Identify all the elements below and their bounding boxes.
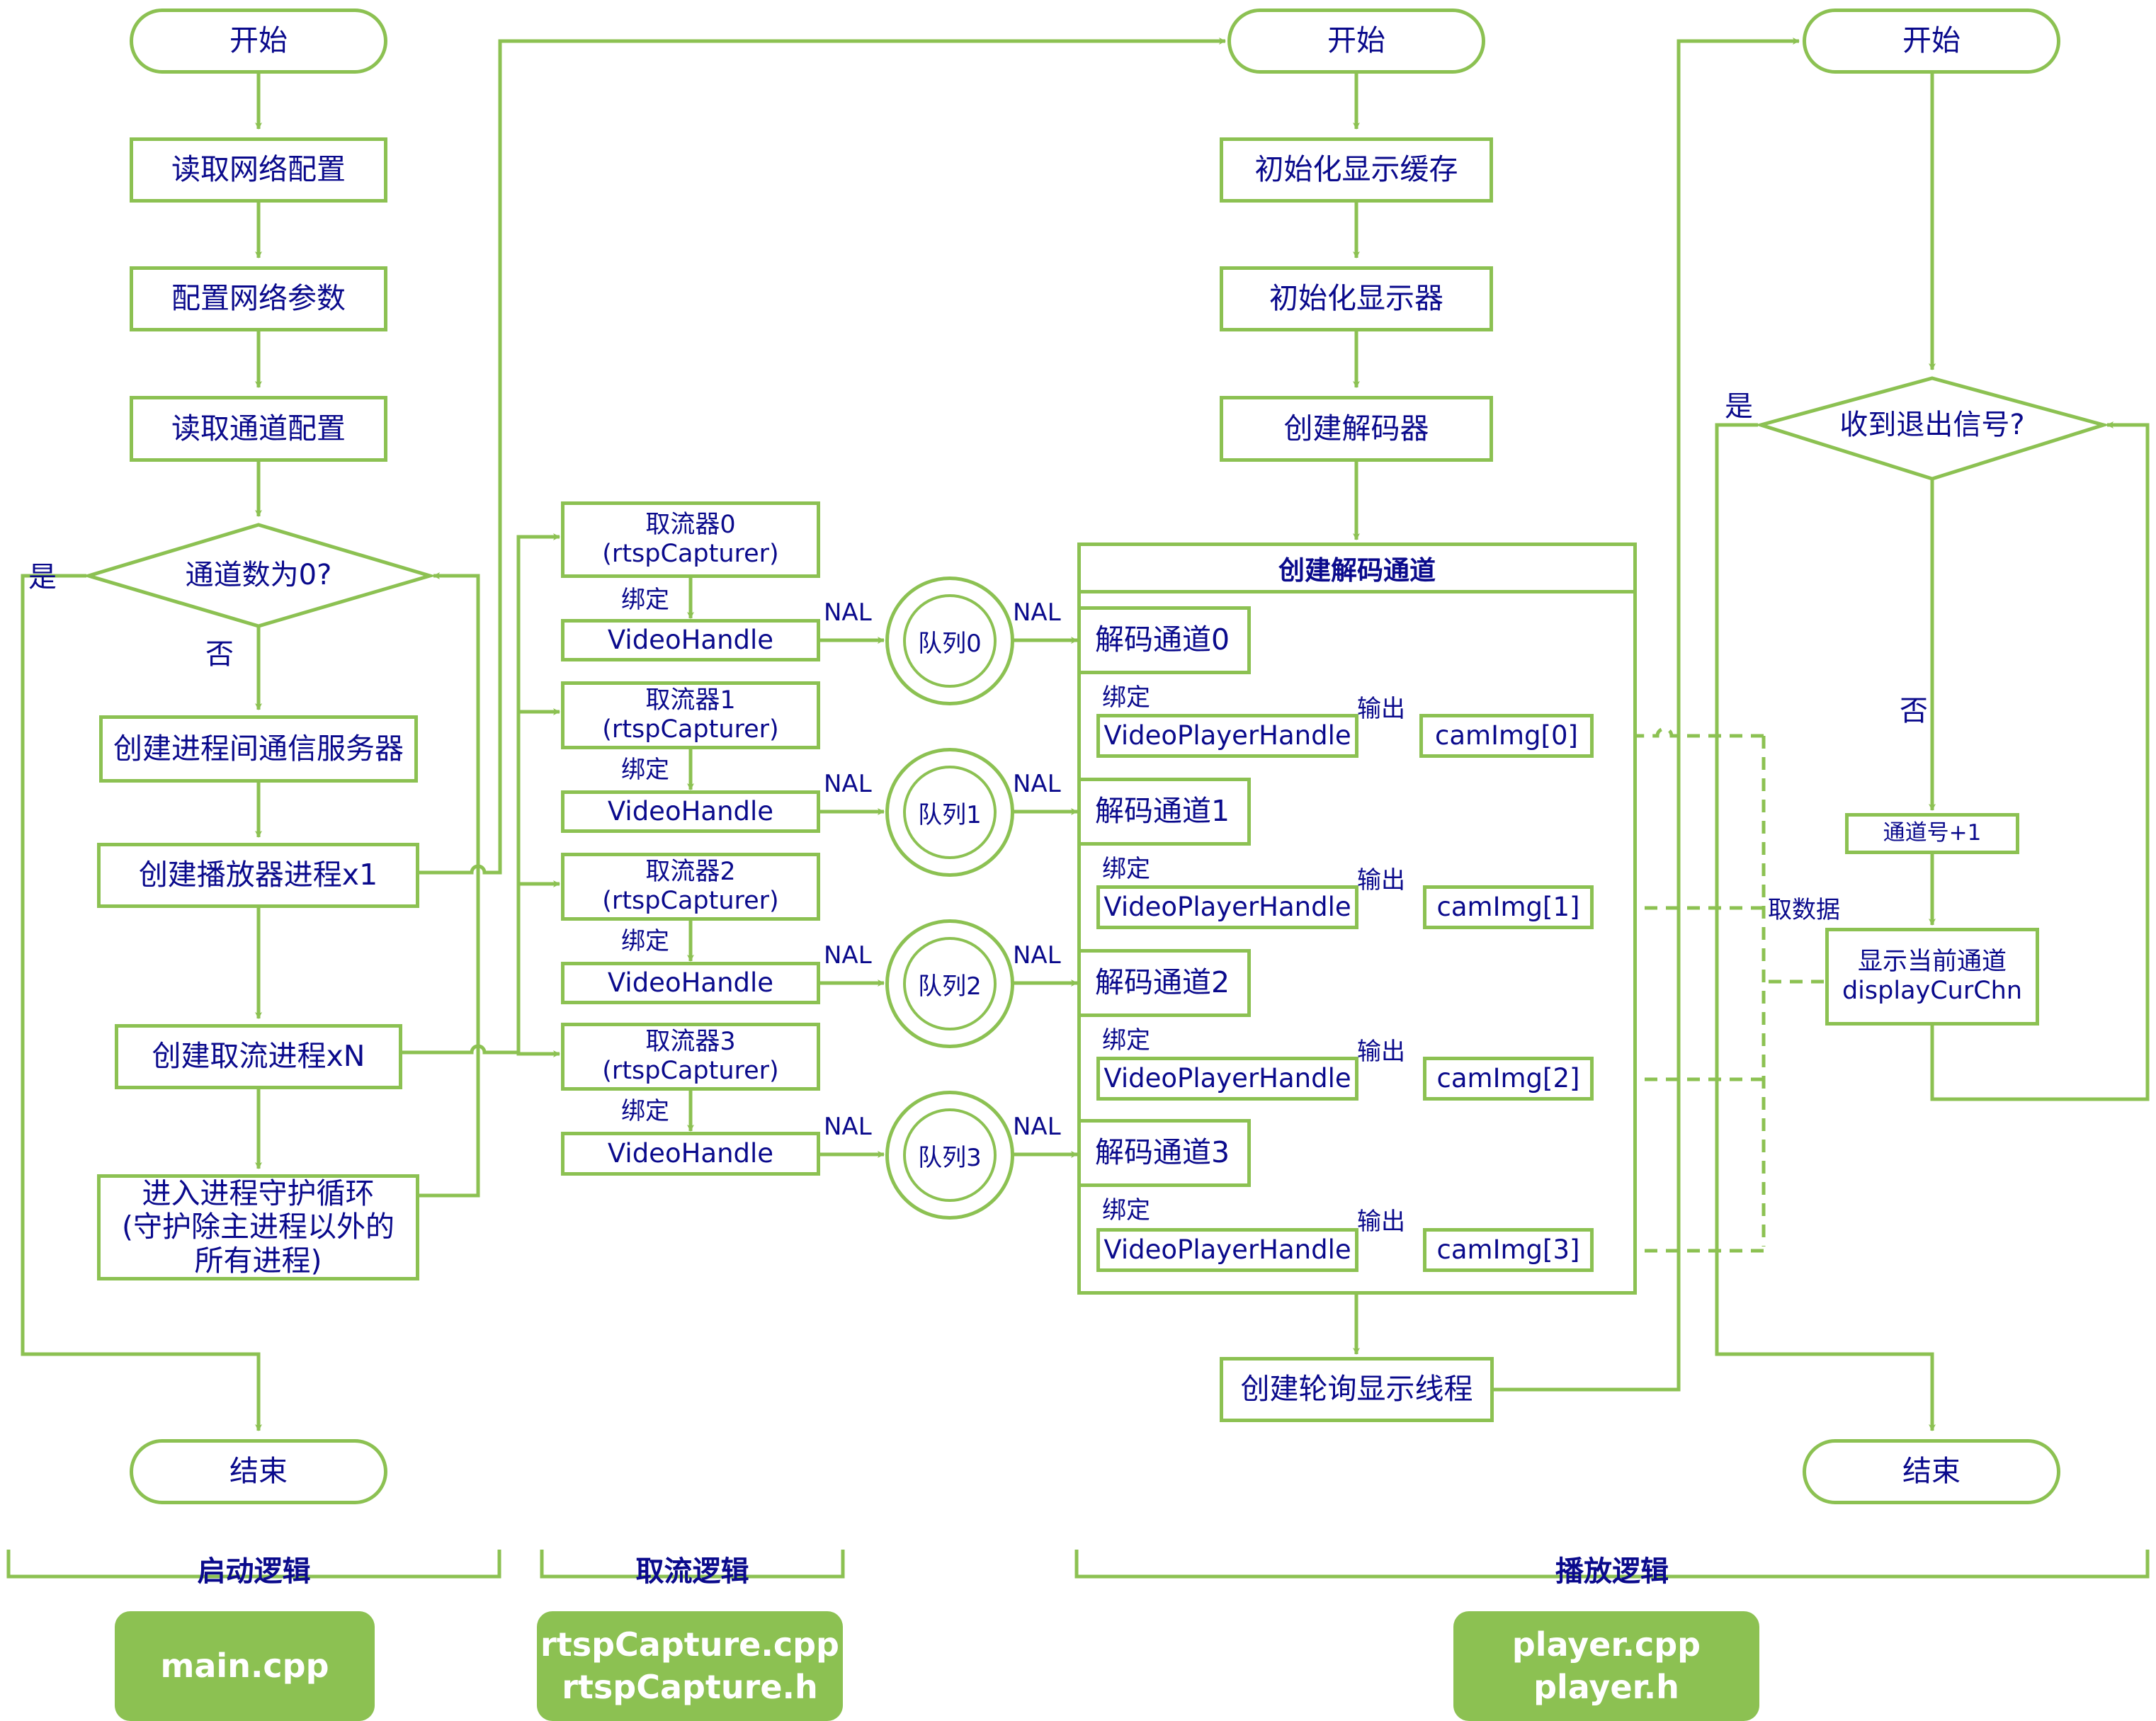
video-handle-1-box: VideoHandle (561, 790, 820, 833)
player-handle-1-box: VideoPlayerHandle (1096, 885, 1358, 929)
output-0-label: 输出 (1357, 695, 1405, 723)
queue-1-circle: 队列1 (903, 766, 997, 859)
create-capture-process-box: 创建取流进程xN (115, 1024, 402, 1089)
capturer-3-bind-label: 绑定 (621, 1097, 669, 1125)
capturer-0-bind-label: 绑定 (621, 586, 669, 614)
output-2-label: 输出 (1357, 1038, 1405, 1066)
capture-section-label: 取流逻辑 (635, 1555, 749, 1588)
queue-2-circle: 队列2 (903, 937, 997, 1030)
cam-img-0-box: camImg[0] (1419, 714, 1594, 758)
startup-section-label: 启动逻辑 (197, 1555, 311, 1588)
decode-channel-3-box: 解码通道3 (1077, 1119, 1251, 1187)
channel-increment-box: 通道号+1 (1845, 813, 2019, 854)
queue-1-outer-ring (885, 748, 1014, 877)
queue-0-outer-ring (885, 576, 1014, 705)
fetch-data-label: 取数据 (1768, 896, 1840, 924)
capturer-0-box: 取流器0 (rtspCapturer) (561, 501, 820, 578)
decode-channel-2-bind-label: 绑定 (1102, 1026, 1150, 1055)
decode-channel-3-bind-label: 绑定 (1102, 1196, 1150, 1225)
queue-3-circle: 队列3 (903, 1108, 997, 1202)
capturer-1-box: 取流器1 (rtspCapturer) (561, 681, 820, 749)
output-1-label: 输出 (1357, 866, 1405, 894)
playback-section-label: 播放逻辑 (1555, 1555, 1669, 1588)
player-handle-3-box: VideoPlayerHandle (1096, 1228, 1358, 1272)
exit-signal-decision-label: 收到退出信号? (1839, 409, 2025, 441)
zero-channels-yes-label: 是 (28, 561, 57, 593)
create-poll-thread-box: 创建轮询显示线程 (1220, 1357, 1494, 1422)
cam-img-2-box: camImg[2] (1423, 1057, 1594, 1101)
nal-out-1-label: NAL (1013, 770, 1061, 798)
main-start-terminal: 开始 (130, 8, 387, 74)
capturer-2-bind-label: 绑定 (621, 927, 669, 955)
output-3-label: 输出 (1357, 1208, 1405, 1236)
nal-in-3-label: NAL (824, 1113, 872, 1141)
create-player-process-box: 创建播放器进程x1 (97, 843, 419, 908)
init-display-box: 初始化显示器 (1220, 266, 1493, 331)
player-handle-0-box: VideoPlayerHandle (1096, 714, 1358, 758)
read-channel-config-box: 读取通道配置 (130, 396, 387, 462)
capturer-2-box: 取流器2 (rtspCapturer) (561, 853, 820, 921)
create-ipc-server-box: 创建进程间通信服务器 (99, 715, 418, 783)
nal-out-2-label: NAL (1013, 941, 1061, 970)
display-current-channel-box: 显示当前通道 displayCurChn (1825, 928, 2039, 1026)
player-start-terminal: 开始 (1227, 8, 1485, 74)
exit-signal-no-label: 否 (1900, 695, 1928, 727)
decode-channel-0-bind-label: 绑定 (1102, 683, 1150, 712)
decode-channel-2-box: 解码通道2 (1077, 949, 1251, 1017)
config-network-params-box: 配置网络参数 (130, 266, 387, 331)
video-handle-3-box: VideoHandle (561, 1132, 820, 1176)
guard-loop-box: 进入进程守护循环 (守护除主进程以外的 所有进程) (97, 1174, 419, 1280)
player-file-pill: player.cpp player.h (1453, 1611, 1759, 1721)
nal-in-1-label: NAL (824, 770, 872, 798)
loop-end-terminal: 结束 (1803, 1439, 2060, 1504)
zero-channels-no-label: 否 (205, 638, 234, 671)
video-handle-2-box: VideoHandle (561, 962, 820, 1004)
decode-channel-0-box: 解码通道0 (1077, 606, 1251, 674)
main-end-terminal: 结束 (130, 1439, 387, 1504)
loop-start-terminal: 开始 (1803, 8, 2060, 74)
queue-0-circle: 队列0 (903, 594, 997, 688)
decode-group-title-divider (1077, 543, 1637, 593)
zero-channels-decision-label: 通道数为0? (185, 559, 332, 591)
nal-in-0-label: NAL (824, 598, 872, 627)
decode-channel-1-box: 解码通道1 (1077, 778, 1251, 846)
nal-in-2-label: NAL (824, 941, 872, 970)
queue-2-outer-ring (885, 919, 1014, 1048)
cam-img-1-box: camImg[1] (1423, 885, 1594, 929)
video-handle-0-box: VideoHandle (561, 619, 820, 661)
init-display-buffer-box: 初始化显示缓存 (1220, 137, 1493, 203)
decode-channel-1-bind-label: 绑定 (1102, 855, 1150, 883)
queue-3-outer-ring (885, 1091, 1014, 1220)
rtsp-capture-file-pill: rtspCapture.cpp rtspCapture.h (537, 1611, 843, 1721)
nal-out-3-label: NAL (1013, 1113, 1061, 1141)
decode-group-title: 创建解码通道 (1278, 555, 1436, 586)
capturer-1-bind-label: 绑定 (621, 756, 669, 784)
create-decoder-box: 创建解码器 (1220, 396, 1493, 462)
capturer-3-box: 取流器3 (rtspCapturer) (561, 1023, 820, 1091)
player-handle-2-box: VideoPlayerHandle (1096, 1057, 1358, 1101)
main-cpp-file-pill: main.cpp (115, 1611, 375, 1721)
read-network-config-box: 读取网络配置 (130, 137, 387, 203)
exit-signal-yes-label: 是 (1725, 390, 1753, 423)
nal-out-0-label: NAL (1013, 598, 1061, 627)
cam-img-3-box: camImg[3] (1423, 1228, 1594, 1272)
